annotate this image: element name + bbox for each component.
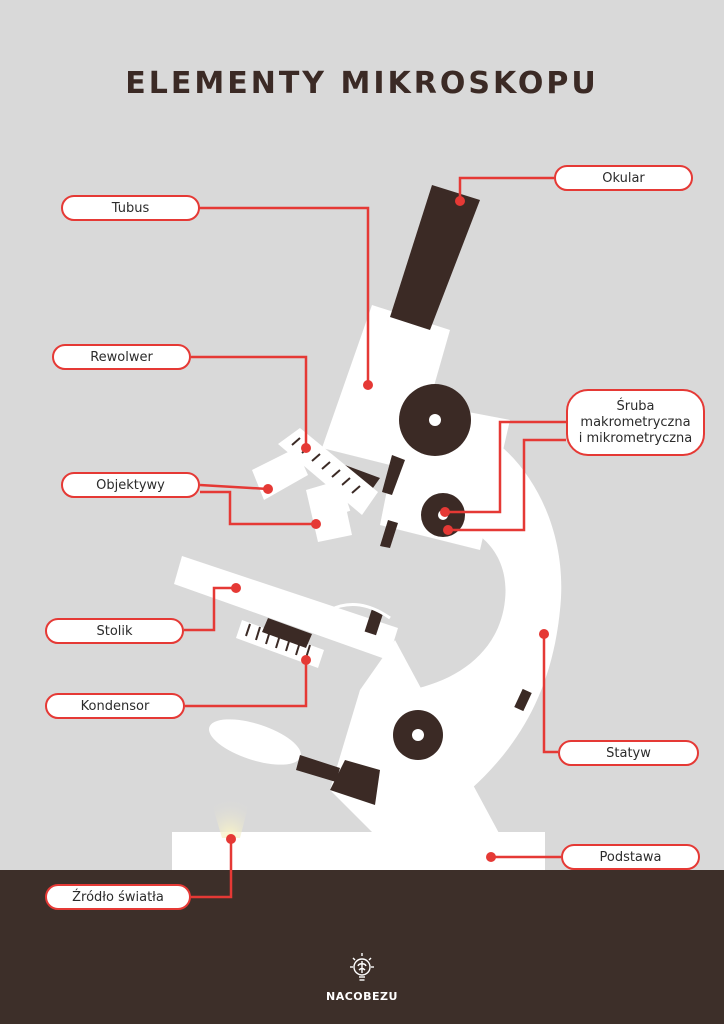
connector-lines [184, 176, 566, 899]
label-sruba-line1: Śruba [616, 398, 655, 414]
connector-kondensor [185, 660, 308, 708]
label-okular: Okular [554, 165, 693, 191]
coarse-focus-center [429, 414, 441, 426]
objective-tip [325, 482, 351, 516]
label-podstawa: Podstawa [561, 844, 700, 870]
label-sruba: Śruba makrometryczna i mikrometryczna [566, 389, 705, 456]
mirror-shape [209, 719, 301, 765]
label-kondensor: Kondensor [45, 693, 185, 719]
connector-dots [226, 196, 549, 862]
connector-statyw [542, 634, 558, 754]
light-glow [205, 780, 255, 838]
connector-tubus [199, 206, 370, 385]
lightbulb-brain-icon [350, 953, 374, 981]
stage-clip-wire [329, 603, 391, 620]
focus-dark [382, 455, 405, 495]
label-stolik: Stolik [45, 618, 184, 644]
condenser-dark [262, 618, 312, 648]
label-sruba-line2: makrometryczna [580, 414, 691, 430]
focus-rail [380, 520, 398, 548]
connector-sruba-1 [445, 420, 566, 514]
eyepiece-tube [390, 185, 480, 330]
mirror-arm [296, 755, 340, 782]
tilt-joint-center [412, 729, 424, 741]
page-title: ELEMENTY MIKROSKOPU [125, 66, 599, 101]
connector-okular [458, 176, 554, 200]
stage-shape [174, 556, 398, 660]
pillar-dark [330, 760, 380, 805]
connector-objektywy-1 [199, 483, 269, 491]
connector-zrodlo [191, 839, 233, 899]
label-rewolwer: Rewolwer [52, 344, 191, 370]
label-tubus: Tubus [61, 195, 200, 221]
stage-clip [364, 608, 384, 636]
label-statyw: Statyw [558, 740, 699, 766]
connector-sruba-2 [448, 438, 566, 532]
connector-objektywy-2 [200, 490, 316, 526]
label-zrodlo-swiatla: Źródło światła [45, 884, 191, 910]
connector-stolik [184, 586, 236, 632]
connector-rewolwer [191, 355, 308, 447]
arm-dark-strip [514, 688, 532, 712]
label-sruba-line3: i mikrometryczna [578, 430, 693, 446]
label-objektywy: Objektywy [61, 472, 200, 498]
brand-name: NACOBEZU [326, 990, 398, 1003]
